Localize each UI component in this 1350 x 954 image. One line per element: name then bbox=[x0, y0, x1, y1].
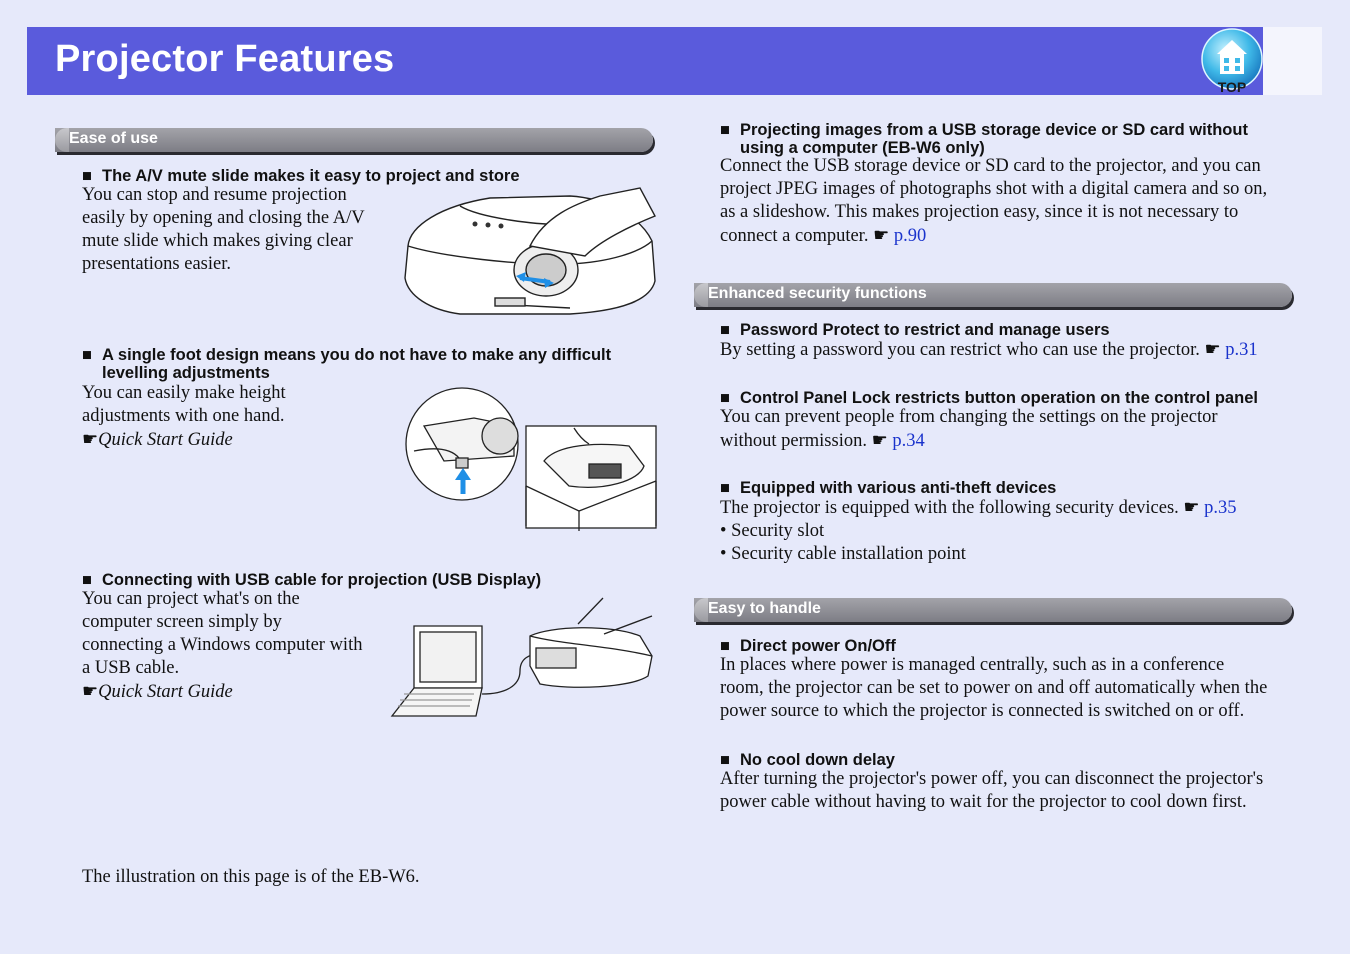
item-heading-control-lock: ■Control Panel Lock restricts button ope… bbox=[720, 389, 1258, 407]
square-bullet-icon: ■ bbox=[82, 346, 92, 364]
square-bullet-icon: ■ bbox=[720, 121, 730, 139]
section-bar-easy-to-handle: Easy to handle bbox=[694, 598, 1292, 622]
list-item: • Security cable installation point bbox=[720, 544, 966, 564]
item-text-no-cool-down: After turning the projector's power off,… bbox=[720, 769, 1264, 812]
section-title: Easy to handle bbox=[708, 600, 821, 617]
header-bar bbox=[27, 27, 1263, 95]
pointing-hand-icon: ☛ bbox=[873, 225, 890, 245]
item-text-usb-display: You can project what's on the computer s… bbox=[82, 589, 363, 702]
item-text-direct-power: In places where power is managed central… bbox=[720, 655, 1268, 721]
quick-start-guide-ref[interactable]: ☛Quick Start Guide bbox=[82, 681, 233, 702]
pointing-hand-icon: ☛ bbox=[82, 681, 99, 701]
item-heading-single-foot: ■A single foot design means you do not h… bbox=[82, 346, 612, 382]
quick-start-guide-ref[interactable]: ☛Quick Start Guide bbox=[82, 429, 233, 450]
usb-display-illustration bbox=[390, 597, 653, 717]
pointing-hand-icon: ☛ bbox=[1183, 497, 1200, 517]
item-text-av-mute: You can stop and resume projection easil… bbox=[82, 185, 365, 274]
page-link-p90[interactable]: p.90 bbox=[893, 226, 927, 246]
single-foot-illustration bbox=[405, 387, 657, 531]
square-bullet-icon: ■ bbox=[720, 321, 730, 339]
item-heading-password: ■Password Protect to restrict and manage… bbox=[720, 321, 1110, 339]
item-heading-av-mute: ■The A/V mute slide makes it easy to pro… bbox=[82, 167, 520, 185]
square-bullet-icon: ■ bbox=[720, 479, 730, 497]
square-bullet-icon: ■ bbox=[82, 167, 92, 185]
pointing-hand-icon: ☛ bbox=[1204, 339, 1221, 359]
square-bullet-icon: ■ bbox=[82, 571, 92, 589]
item-heading-usb-storage: ■Projecting images from a USB storage de… bbox=[720, 121, 1248, 157]
page-link-p34[interactable]: p.34 bbox=[892, 431, 925, 451]
square-bullet-icon: ■ bbox=[720, 751, 730, 769]
pointing-hand-icon: ☛ bbox=[871, 430, 888, 450]
item-heading-direct-power: ■Direct power On/Off bbox=[720, 637, 896, 655]
item-text-single-foot: You can easily make height adjustments w… bbox=[82, 383, 286, 450]
list-item: • Security slot bbox=[720, 521, 825, 541]
item-text-anti-theft: The projector is equipped with the follo… bbox=[720, 497, 1237, 564]
section-title: Enhanced security functions bbox=[708, 285, 927, 302]
home-icon bbox=[1217, 40, 1247, 74]
section-bar-ease-of-use: Ease of use bbox=[55, 128, 653, 152]
item-text-usb-storage: Connect the USB storage device or SD car… bbox=[720, 156, 1268, 246]
square-bullet-icon: ■ bbox=[720, 637, 730, 655]
item-heading-usb-display: ■Connecting with USB cable for projectio… bbox=[82, 571, 542, 589]
item-heading-no-cool-down: ■No cool down delay bbox=[720, 751, 895, 769]
top-button[interactable]: TOP bbox=[1200, 28, 1264, 94]
item-text-control-lock: You can prevent people from changing the… bbox=[720, 407, 1218, 451]
header-tail bbox=[1263, 27, 1322, 95]
section-title: Ease of use bbox=[69, 130, 158, 147]
item-heading-anti-theft: ■Equipped with various anti-theft device… bbox=[720, 479, 1057, 497]
section-bar-security: Enhanced security functions bbox=[694, 283, 1292, 307]
item-text-password: By setting a password you can restrict w… bbox=[720, 339, 1258, 360]
top-label: TOP bbox=[1218, 79, 1247, 94]
projector-av-mute-illustration bbox=[404, 187, 656, 315]
page-title: Projector Features bbox=[55, 38, 395, 80]
page-link-p35[interactable]: p.35 bbox=[1204, 498, 1237, 518]
pointing-hand-icon: ☛ bbox=[82, 429, 99, 449]
square-bullet-icon: ■ bbox=[720, 389, 730, 407]
page-link-p31[interactable]: p.31 bbox=[1225, 340, 1258, 360]
illustration-footnote: The illustration on this page is of the … bbox=[82, 867, 420, 887]
